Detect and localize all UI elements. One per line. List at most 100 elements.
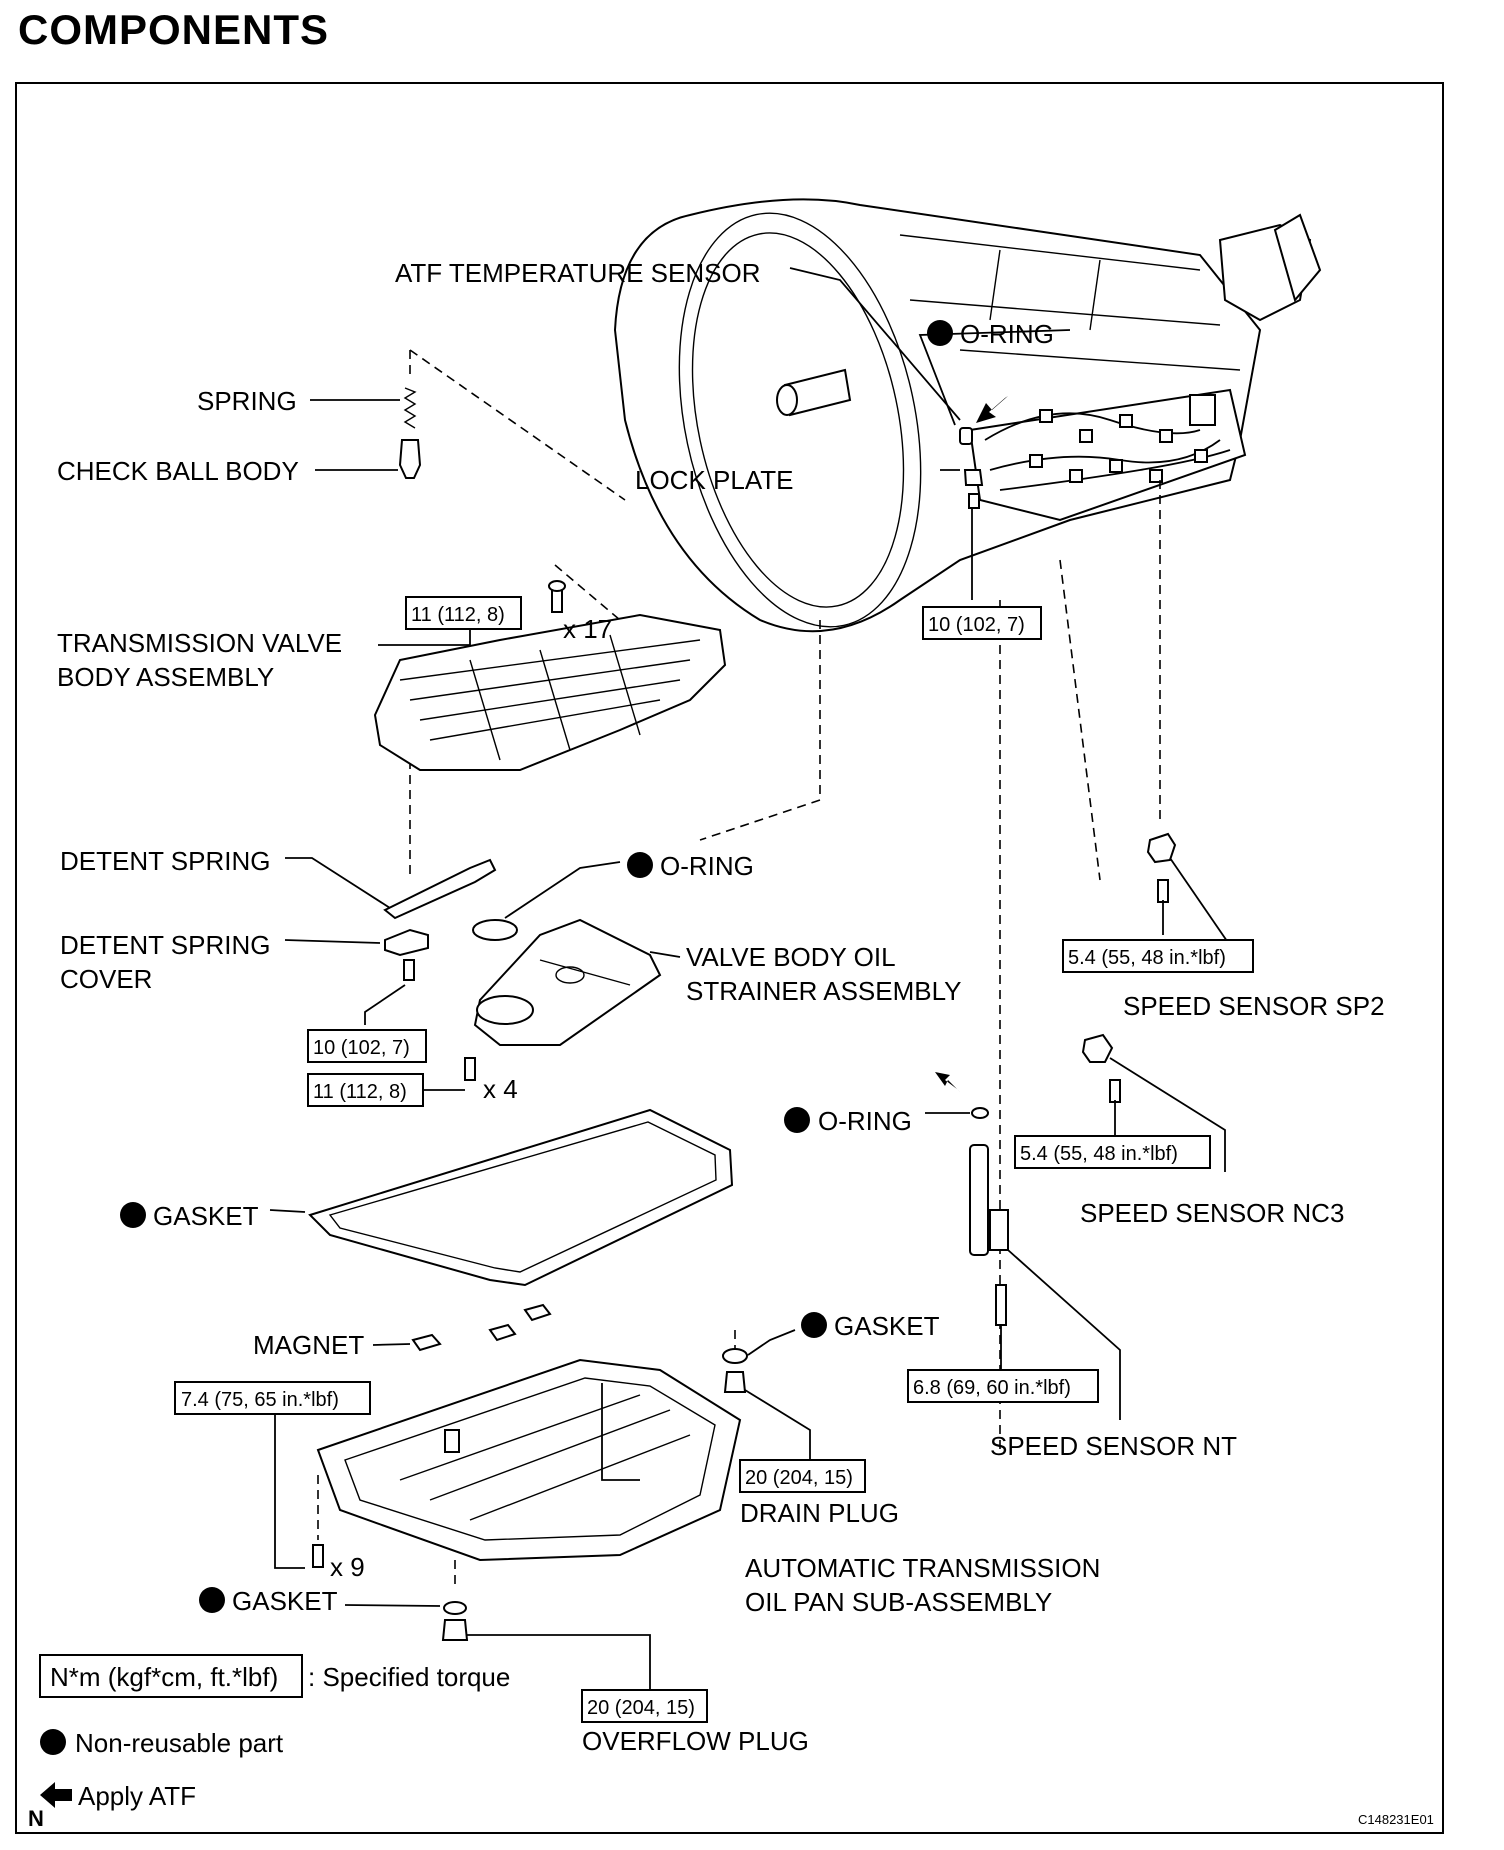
label-strainer-2: STRAINER ASSEMBLY [686,976,962,1006]
valve-body-part [373,580,727,771]
svg-text:6.8 (69, 60 in.*lbf): 6.8 (69, 60 in.*lbf) [913,1377,1071,1399]
svg-text:5.4 (55, 48 in.*lbf): 5.4 (55, 48 in.*lbf) [1020,1143,1178,1165]
transmission-case [613,198,1322,633]
label-detent-cover-1: DETENT SPRING [60,930,270,960]
check-ball-body-part [398,439,422,479]
diagram-frame [15,82,1444,1834]
svg-text:20 (204, 15): 20 (204, 15) [745,1467,853,1489]
label-x9: x 9 [330,1552,365,1582]
pan-bolt-leader [274,1413,305,1569]
label-gasket-drain: GASKET [834,1311,940,1341]
label-speed-sensor-nc3: SPEED SENSOR NC3 [1080,1198,1344,1228]
filled-circle-icon [784,1107,810,1133]
pan-bolt [312,1544,324,1568]
magnet-parts [411,1303,552,1352]
strainer-part [473,918,662,1046]
filled-circle-icon [40,1729,66,1755]
torque-strainer: 11 (112, 8) [307,1073,424,1107]
drain-gasket-part [722,1348,748,1364]
apply-atf-arrow-top [976,396,1008,423]
label-oring-strainer: O-RING [660,851,754,881]
valve-body-leader [378,630,471,646]
legend-torque-box [39,1654,303,1698]
torque-detent: 10 (102, 7) [307,1029,427,1063]
label-detent-spring: DETENT SPRING [60,846,270,876]
oring-strainer-part [472,919,518,941]
svg-text:20 (204, 15): 20 (204, 15) [587,1697,695,1719]
oil-pan-part [316,1358,742,1562]
oring-strainer-leader [504,861,621,919]
label-gasket-overflow: GASKET [232,1586,338,1616]
legend-torque-box-text: N*m (kgf*cm, ft.*lbf) [50,1662,278,1692]
filled-circle-icon [199,1587,225,1613]
page-title: COMPONENTS [18,6,330,53]
label-pan-2: OIL PAN SUB-ASSEMBLY [745,1587,1052,1617]
overflow-plug-part [441,1619,469,1641]
drain-plug-leader [744,1389,811,1460]
label-x4: x 4 [483,1074,518,1104]
label-detent-cover-2: COVER [60,964,152,994]
legend-torque-desc: : Specified torque [308,1662,510,1692]
label-x17: x 17 [563,614,612,644]
detent-spring-leader [285,857,391,909]
apply-atf-arrow-nt [935,1072,960,1092]
label-speed-sensor-nt: SPEED SENSOR NT [990,1431,1237,1461]
corner-letter: N [28,1806,44,1831]
spring-part [403,387,417,429]
strainer-leader [649,951,681,958]
svg-text:10 (102, 7): 10 (102, 7) [313,1037,410,1059]
speed-sensor-nc3-part [1081,1033,1121,1103]
legend-apply-atf: Apply ATF [78,1781,196,1811]
torque-nt: 6.8 (69, 60 in.*lbf) [907,1369,1099,1403]
svg-text:7.4 (75, 65 in.*lbf): 7.4 (75, 65 in.*lbf) [181,1389,339,1411]
label-valve-body-1: TRANSMISSION VALVE [57,628,342,658]
label-valve-body-2: BODY ASSEMBLY [57,662,274,692]
detent-bolt [403,959,415,981]
label-spring: SPRING [197,386,297,416]
label-drain-plug: DRAIN PLUG [740,1498,899,1528]
label-oring-top: O-RING [960,319,1054,349]
detent-cover-leader [284,939,381,944]
speed-sensor-sp2-part [1146,832,1177,903]
nc3-leader [1109,1057,1226,1172]
strainer-bolt [464,1057,476,1081]
label-lock-plate: LOCK PLATE [635,465,793,495]
torque-lock-plate: 10 (102, 7) [922,606,1042,640]
pan-leader [601,1383,640,1481]
label-magnet: MAGNET [253,1330,364,1360]
pan-gasket-part [308,1108,734,1287]
gasket-drain-leader [747,1329,796,1356]
filled-circle-icon [801,1312,827,1338]
label-atf-temperature-sensor: ATF TEMPERATURE SENSOR [395,258,761,288]
magnet-leader [372,1343,411,1346]
overflow-plug-leader [466,1634,651,1690]
torque-valve-body: 11 (112, 8) [405,596,522,630]
svg-text:11 (112, 8): 11 (112, 8) [313,1081,407,1103]
torque-sp2: 5.4 (55, 48 in.*lbf) [1062,939,1254,973]
oring-nt-part [971,1107,989,1119]
speed-sensor-nt-part [969,1144,1009,1326]
oring-top-leader [918,329,1071,426]
label-check-ball-body: CHECK BALL BODY [57,456,299,486]
arrow-left-icon [40,1782,72,1808]
label-gasket-pan: GASKET [153,1201,259,1231]
overflow-gasket-part [443,1601,467,1615]
gasket-pan-leader [269,1209,306,1213]
svg-text:5.4 (55, 48 in.*lbf): 5.4 (55, 48 in.*lbf) [1068,947,1226,969]
label-overflow-plug: OVERFLOW PLUG [582,1726,809,1756]
detent-spring-part [383,858,497,920]
figure-code: C148231E01 [1358,1812,1434,1827]
atf-temperature-sensor [789,267,984,509]
filled-circle-icon [627,852,653,878]
torque-drain: 20 (204, 15) [739,1459,866,1493]
drain-plug-part [723,1371,747,1393]
nt-leader [1007,1249,1121,1420]
torque-nc3: 5.4 (55, 48 in.*lbf) [1014,1135,1211,1169]
label-oring-nt: O-RING [818,1106,912,1136]
svg-text:10 (102, 7): 10 (102, 7) [928,614,1025,636]
filled-circle-icon [927,320,953,346]
gasket-overflow-leader [344,1604,441,1607]
detent-bolt-leader [364,984,406,1025]
torque-overflow: 20 (204, 15) [581,1689,708,1723]
